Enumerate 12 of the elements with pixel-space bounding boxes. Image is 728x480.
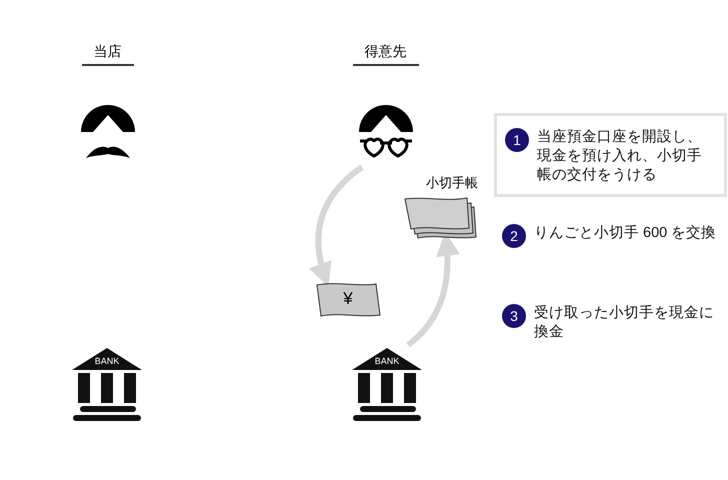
step-text: りんごと小切手 600 を交換 [534,224,716,243]
yen-symbol: ¥ [342,289,354,309]
column-heading: 当店 [82,42,134,66]
bank-sign-text: BANK [94,356,120,367]
step-text: 受け取った小切手を現金に換金 [534,304,715,342]
bank-sign-text: BANK [374,356,400,367]
step-number-badge: 1 [505,128,529,152]
column-heading: 得意先 [352,42,418,66]
step-text: 当座預金口座を開設し、現金を預け入れ、小切手帳の交付をうける [537,128,703,185]
step-number-badge: 2 [502,224,526,248]
step-number-badge: 3 [502,304,526,328]
item-label: 小切手帳 [426,174,478,191]
